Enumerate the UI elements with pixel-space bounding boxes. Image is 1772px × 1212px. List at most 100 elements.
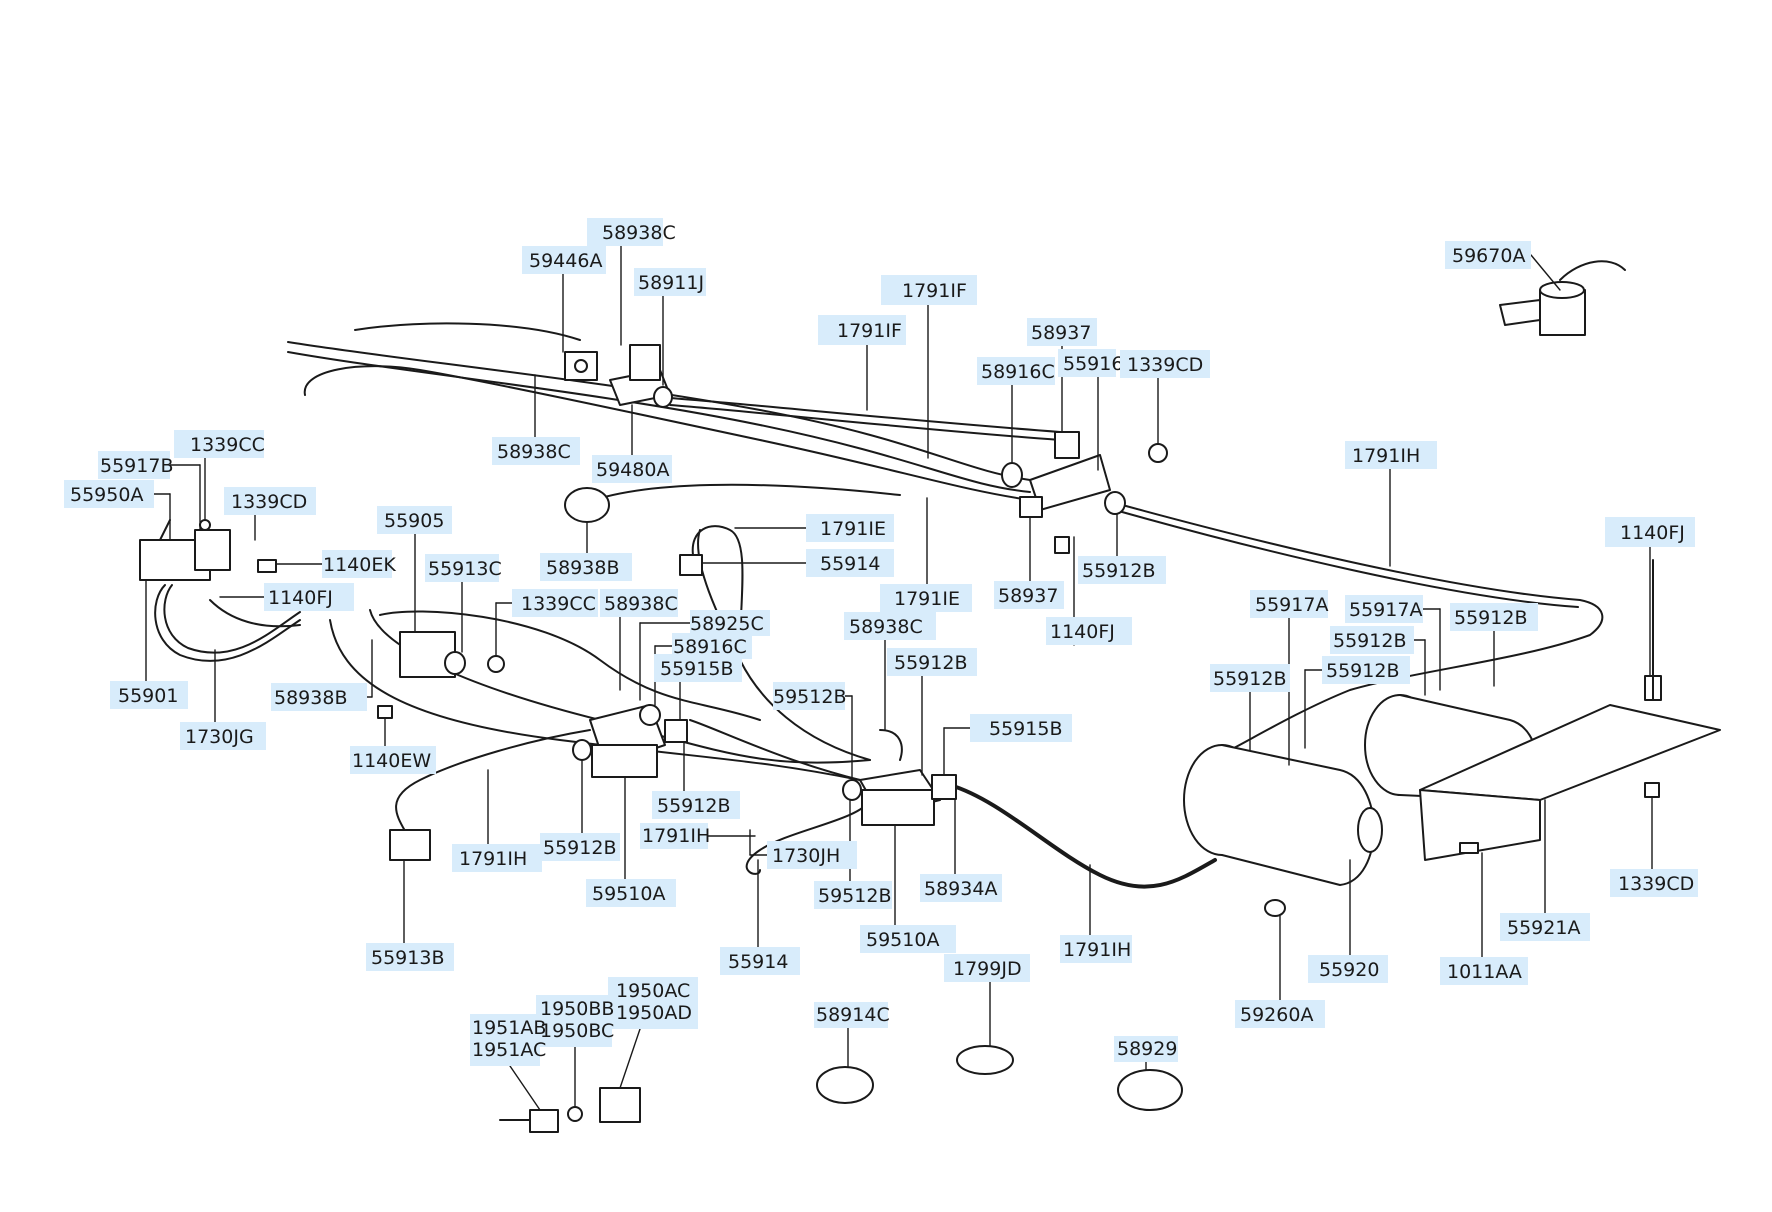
part-number-label: 1140FJ <box>1620 522 1685 544</box>
callout-box <box>860 925 956 953</box>
callout-55905: 55905 <box>377 506 452 534</box>
valve-55915B-b <box>931 774 957 800</box>
callout-58938b_left: 58938B <box>271 683 367 711</box>
callout-box <box>1345 595 1423 623</box>
callout-55917a_b: 55917A <box>1345 595 1423 623</box>
part-number-label: 58938B <box>274 687 347 709</box>
callout-58938c_top: 58938C <box>587 218 676 246</box>
callout-box <box>1114 1036 1178 1062</box>
part-number-label: 58929 <box>1117 1038 1177 1060</box>
callout-55901: 55901 <box>110 681 188 709</box>
callout-1339cc_left: 1339CC <box>174 430 265 458</box>
callout-box <box>1322 656 1410 684</box>
pipe-top-1 <box>287 341 1031 481</box>
callout-55912b_r5: 55912B <box>1322 656 1410 684</box>
callout-box <box>64 480 154 508</box>
bolt-1140FJ-mid <box>1054 536 1070 554</box>
callout-box <box>110 681 188 709</box>
part-number-label: 55917A <box>1255 594 1328 616</box>
part-number-label: 1951AC <box>472 1039 546 1061</box>
leader-lines <box>145 245 1653 1111</box>
part-number-label: 58937 <box>1031 322 1091 344</box>
part-number-label: 58925C <box>690 613 764 635</box>
callout-box <box>608 977 698 1029</box>
part-number-label: 1791IH <box>459 848 527 870</box>
part-number-label: 59510A <box>866 929 939 951</box>
callout-1791if_b: 1791IF <box>818 315 906 345</box>
fitting-1950AC <box>599 1087 641 1123</box>
part-number-label: 1140EK <box>323 554 396 576</box>
callout-box <box>264 583 354 611</box>
callout-box <box>880 584 972 612</box>
callout-59512b_b: 59512B <box>814 881 892 909</box>
valve-59510A-right-base <box>861 789 935 826</box>
part-number-label: 1791IH <box>642 825 710 847</box>
callout-box <box>977 357 1055 385</box>
line-art <box>139 245 1721 1133</box>
callout-box <box>970 714 1072 742</box>
left-valve-top <box>194 529 231 571</box>
callout-box <box>174 430 264 458</box>
callout-1730jh: 1730JH <box>767 841 857 869</box>
pipe-mid-7 <box>395 729 591 841</box>
part-number-label: 55912B <box>1454 607 1527 629</box>
callout-box <box>1027 318 1097 346</box>
pipe-long-right-2 <box>1114 509 1579 608</box>
part-number-label: 58914C <box>816 1004 890 1026</box>
part-number-label: 55912B <box>894 652 967 674</box>
fitting-58916C <box>1001 462 1023 488</box>
relay-59670A-top <box>1539 281 1585 299</box>
part-number-label: 58938C <box>602 222 676 244</box>
part-number-label: 55912B <box>1333 630 1406 652</box>
pipe-left-loop <box>154 584 301 662</box>
left-valve-line <box>159 519 171 541</box>
callout-box <box>652 791 740 819</box>
fitting-59260A <box>1264 899 1286 917</box>
part-number-label: 58938C <box>849 616 923 638</box>
bolt-1011AA <box>1459 842 1479 854</box>
callout-1011aa: 1011AA <box>1440 957 1528 985</box>
part-number-label: 1339CD <box>1618 873 1694 895</box>
part-number-label: 55915B <box>989 718 1062 740</box>
part-number-label: 55912B <box>1326 660 1399 682</box>
relay-59670A-bracket <box>1499 299 1541 326</box>
callout-box <box>180 722 266 750</box>
part-number-label: 1791IF <box>837 320 902 342</box>
part-number-label: 1950AC <box>616 980 690 1002</box>
block-59446A-hole <box>574 359 588 373</box>
part-number-label: 58916C <box>981 361 1055 383</box>
callout-58916c_top: 58916C <box>977 357 1055 385</box>
part-number-label: 1791IH <box>1352 445 1420 467</box>
fitting-59512B <box>842 779 862 801</box>
callout-58937_mid: 58937 <box>994 581 1064 609</box>
fitting-55912B-top <box>1104 491 1126 515</box>
part-number-label: 1011AA <box>1447 961 1522 983</box>
callout-1791ie_a: 1791IE <box>806 514 894 542</box>
part-number-label: 1950AD <box>616 1002 692 1024</box>
callout-55912b_r1: 55912B <box>1078 556 1166 584</box>
callout-1791ih_left: 1791IH <box>452 844 542 872</box>
callout-box <box>322 550 392 578</box>
part-number-label: 59512B <box>818 885 891 907</box>
callout-box <box>1060 935 1132 963</box>
callout-58934a: 58934A <box>920 874 1002 902</box>
callout-box <box>634 268 706 296</box>
part-number-label: 58938B <box>546 557 619 579</box>
callout-55913b: 55913B <box>366 943 454 971</box>
callout-box <box>1308 955 1388 983</box>
callout-1730jg: 1730JG <box>180 722 266 750</box>
part-number-label: 55914 <box>820 553 880 575</box>
callout-1791ie_b: 1791IE <box>880 584 972 612</box>
pipe-low-right <box>948 783 1217 889</box>
part-number-label: 55920 <box>1319 959 1379 981</box>
pipe-left-3 <box>209 599 301 628</box>
callout-1140ew: 1140EW <box>350 746 436 774</box>
callout-55912b_c2: 55912B <box>652 791 740 819</box>
callout-box <box>1450 603 1538 631</box>
part-number-label: 1339CD <box>231 491 307 513</box>
pipe-mid-6 <box>689 719 861 781</box>
callout-box <box>600 589 678 617</box>
callout-box <box>271 683 367 711</box>
